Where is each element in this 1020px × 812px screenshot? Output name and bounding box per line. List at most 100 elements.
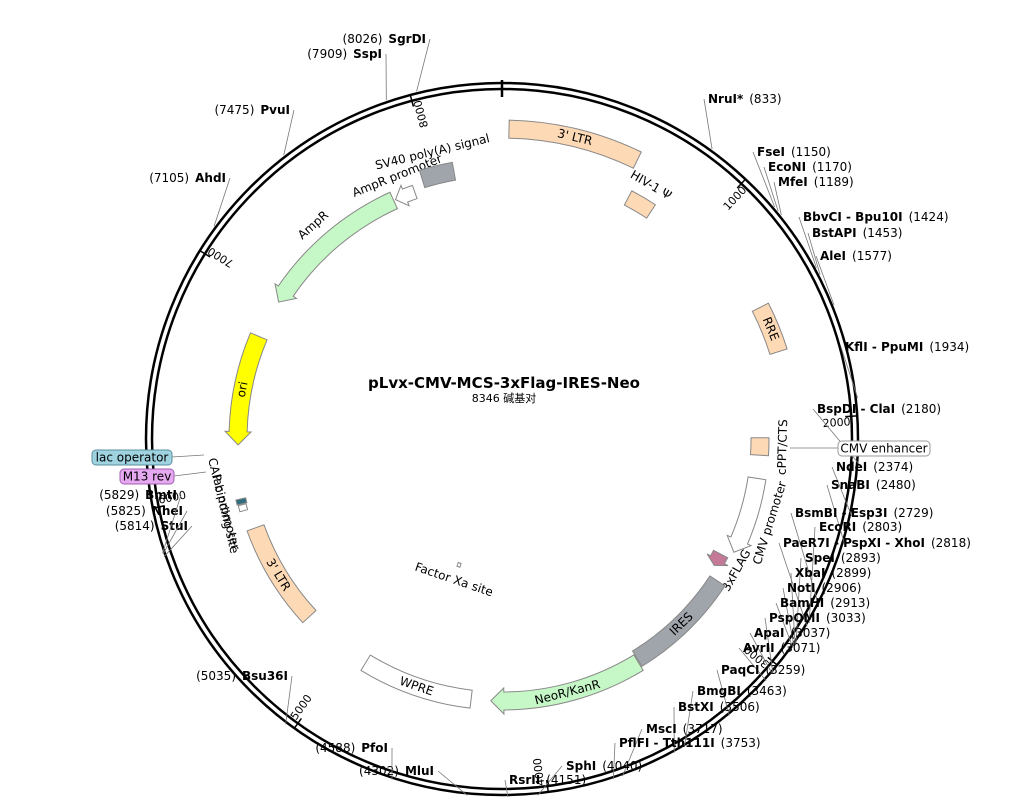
site-spei: SpeI (2893) — [795, 551, 881, 644]
site-position: (2374) — [873, 460, 913, 474]
plasmid-title: pLvx-CMV-MCS-3xFlag-IRES-Neo — [368, 374, 640, 392]
site-bmti: (5829)BmtI — [99, 488, 182, 554]
feature-label: CAP binding site — [205, 456, 241, 554]
site-name: SpeI — [805, 551, 835, 565]
tick-mark — [152, 505, 165, 509]
site-position: (2893) — [841, 551, 881, 565]
site-position: (7475) — [214, 103, 254, 117]
site-position: (1577) — [852, 249, 892, 263]
site-leader-line — [738, 647, 767, 681]
site-name: NruI* — [708, 92, 744, 106]
site-label: NdeI(2374) — [836, 460, 913, 474]
site-name: Bsu36I — [242, 669, 288, 683]
site-name: AvrII — [743, 641, 775, 655]
box-cmv-enhancer: CMV enhancer — [790, 440, 931, 457]
box-text: CMV enhancer — [840, 442, 927, 456]
site-position: (1424) — [909, 210, 949, 224]
site-leader-line — [778, 542, 808, 627]
site-nrui-: NruI*(833) — [703, 92, 782, 150]
site-name: BspDI - ClaI — [817, 402, 895, 416]
tick-label: 8000 — [411, 99, 431, 129]
tick-mark — [767, 656, 778, 666]
site-label: (5814)StuI — [115, 519, 188, 533]
site-leader-line — [612, 742, 616, 780]
site-pvui: (7475)PvuI — [214, 103, 295, 156]
site-ecori: EcoRI(2803) — [808, 520, 902, 623]
site-xbai: XbaI(2899) — [790, 566, 871, 645]
site-label: EcoRI(2803) — [819, 520, 902, 534]
site-position: (4302) — [359, 764, 399, 778]
site-sphi: SphI(4040) — [537, 759, 642, 796]
site-leader-line — [764, 617, 774, 674]
site-label: MfeI(1189) — [778, 175, 854, 189]
site-pspomi: PspOMI(3033) — [764, 611, 866, 674]
site-leader-line — [504, 779, 509, 798]
site-label: KflI - PpuMI(1934) — [845, 340, 969, 354]
site-label: BmgBI (3463) — [697, 684, 787, 698]
tick-label: 2000 — [822, 415, 851, 430]
site-label: PspOMI(3033) — [769, 611, 866, 625]
site-name: PspOMI — [769, 611, 820, 625]
site-label: BstXI(3506) — [678, 700, 760, 714]
site-leader-line — [285, 675, 293, 725]
site-name: BamHI — [780, 596, 824, 610]
site-position: (2913) — [830, 596, 870, 610]
site-position: (1189) — [814, 175, 854, 189]
tick-mark — [545, 779, 549, 793]
site-leader-line — [815, 255, 835, 306]
site-name: PfoI — [361, 741, 388, 755]
site-name: BstAPI — [812, 226, 857, 240]
site-label: NruI*(833) — [708, 92, 782, 106]
feature-ires — [631, 575, 726, 668]
site-label: RsrII(4151) — [509, 773, 586, 787]
site-snabi: SnaBI(2480) — [826, 478, 916, 544]
site-label: BstAPI(1453) — [812, 226, 902, 240]
site-rsrii: RsrII(4151) — [504, 773, 586, 798]
feature-neor-kanr — [490, 654, 644, 716]
site-leader-line — [416, 38, 431, 92]
site-position: (4040) — [602, 759, 642, 773]
site-alei: AleI(1577) — [815, 249, 892, 306]
feature-ampr — [274, 191, 399, 303]
feature-label: NeoR/KanR — [533, 677, 601, 707]
site-leader-line — [795, 557, 802, 644]
site-name: EcoRI — [819, 520, 856, 534]
site-leader-line — [798, 216, 817, 268]
site-position: (4151) — [546, 773, 586, 787]
site-pflfi-tth111i: PflFI - Tth111I(3753) — [612, 736, 761, 780]
site-ahdi: (7105)AhdI — [149, 171, 231, 227]
feature-lac-promoter — [237, 503, 249, 513]
site-position: (2906) — [822, 581, 862, 595]
site-leader-line — [790, 512, 820, 606]
site-mfei: MfeI(1189) — [773, 175, 854, 216]
site-label: PflFI - Tth111I(3753) — [619, 736, 761, 750]
site-noti: NotI(2906) — [782, 581, 861, 647]
site-label: (4588)PfoI — [315, 741, 388, 755]
site-leader-line — [163, 525, 193, 558]
site-leader-line — [622, 728, 643, 777]
tick-mark — [736, 178, 746, 189]
site-name: BmgBI — [697, 684, 741, 698]
site-label: BspDI - ClaI(2180) — [817, 402, 941, 416]
site-label: (5825)NheI — [106, 504, 183, 518]
site-sspi: (7909)SspI — [307, 47, 387, 101]
site-label: NotI(2906) — [787, 581, 861, 595]
site-bstapi: BstAPI(1453) — [807, 226, 902, 275]
site-name: KflI - PpuMI — [845, 340, 923, 354]
site-paer7i-pspxi-xhoi: PaeR7I - PspXI - XhoI(2818) — [778, 536, 971, 627]
feature-3xflag — [706, 549, 729, 567]
tick-label: 6000 — [157, 489, 187, 507]
box-frame — [91, 449, 173, 466]
site-position: (8026) — [343, 32, 383, 46]
site-position: (2729) — [893, 506, 933, 520]
site-label: FseI(1150) — [757, 145, 831, 159]
site-label: BamHI (2913) — [780, 596, 870, 610]
box-m13-rev: M13 rev — [119, 468, 207, 485]
site-position: (3463) — [747, 684, 787, 698]
site-leader-line — [808, 526, 816, 623]
site-bamhi: BamHI (2913) — [775, 596, 870, 648]
box-leader-line — [171, 454, 205, 458]
